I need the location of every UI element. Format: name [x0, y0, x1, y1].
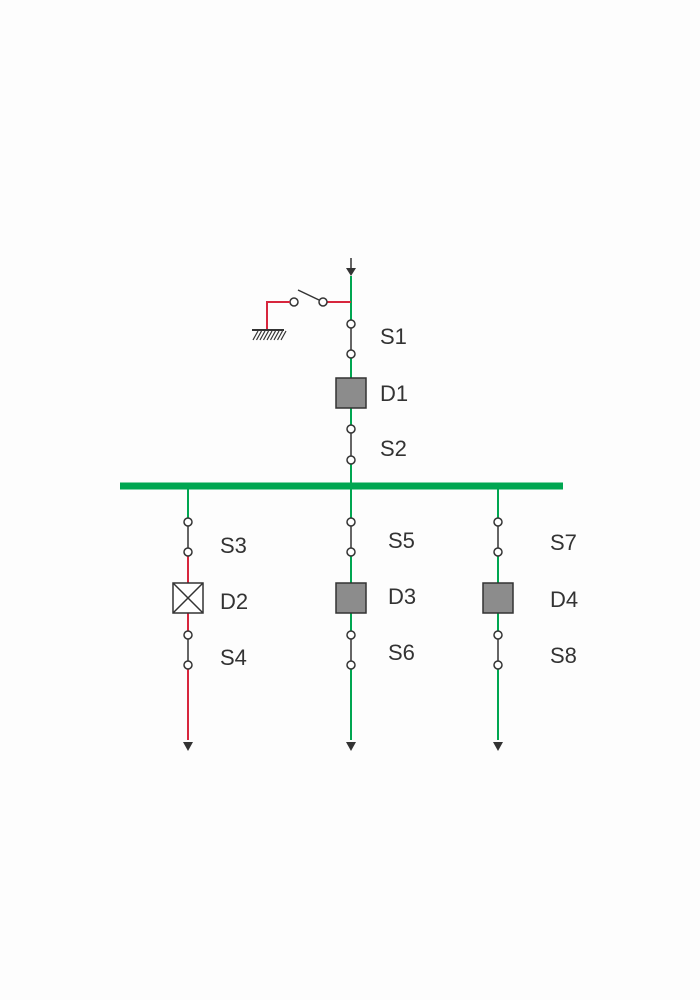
- switch-contact: [183, 517, 193, 527]
- incoming-arrow-icon: [346, 268, 356, 276]
- disconnect-switch-s6[interactable]: [346, 630, 356, 670]
- switch-label-s1: S1: [380, 324, 407, 349]
- disconnect-switch-s7[interactable]: [493, 517, 503, 557]
- switch-label-s5: S5: [388, 528, 415, 553]
- ground-hatch-line: [266, 330, 273, 341]
- switch-label-s8: S8: [550, 643, 577, 668]
- switch-contact: [346, 660, 356, 670]
- feeder-right: [482, 489, 514, 751]
- disconnect-switch-s1[interactable]: [346, 319, 356, 359]
- breaker-d1[interactable]: [335, 377, 367, 409]
- switch-contact: [346, 547, 356, 557]
- outgoing-arrow-icon: [346, 742, 356, 751]
- disconnect-switch-s5[interactable]: [346, 517, 356, 557]
- disconnect-switch-s2[interactable]: [346, 424, 356, 465]
- earth-switch-link: [266, 301, 290, 330]
- device-label-d4: D4: [550, 587, 578, 612]
- switch-label-s6: S6: [388, 640, 415, 665]
- breaker-d2[interactable]: [172, 582, 204, 614]
- switch-contact: [493, 630, 503, 640]
- switch-contact: [346, 319, 356, 329]
- ground-hatch-line: [273, 330, 280, 341]
- device-label-d3: D3: [388, 584, 416, 609]
- ground-hatch-line: [276, 330, 284, 341]
- earth-switch-contact: [318, 297, 328, 307]
- switch-contact: [346, 424, 356, 434]
- ground-hatch-line: [269, 330, 277, 341]
- device-label-d2: D2: [220, 589, 248, 614]
- switch-contact: [493, 547, 503, 557]
- breaker-closed-box: [482, 582, 514, 614]
- ground-hatch-line: [262, 330, 270, 341]
- earth-switch[interactable]: [252, 289, 351, 341]
- feeder-middle: [335, 489, 367, 751]
- breaker-closed-box: [335, 582, 367, 614]
- labels: S1 D1 S2 S3 D2 S4 S5 D3 S6 S7 D4 S8: [220, 324, 578, 670]
- switch-contact: [346, 455, 356, 465]
- breaker-closed-box: [335, 377, 367, 409]
- switch-contact: [183, 630, 193, 640]
- ground-hatch-line: [259, 330, 266, 341]
- switch-contact: [493, 517, 503, 527]
- ground-hatch-line: [280, 330, 287, 341]
- switch-label-s4: S4: [220, 645, 247, 670]
- switch-contact: [493, 660, 503, 670]
- feeder-left: [172, 489, 204, 751]
- switch-contact: [183, 547, 193, 557]
- device-label-d1: D1: [380, 381, 408, 406]
- breaker-d3[interactable]: [335, 582, 367, 614]
- outgoing-feeders: [172, 489, 514, 751]
- breaker-d4[interactable]: [482, 582, 514, 614]
- switch-contact: [346, 349, 356, 359]
- ground-hatch-line: [255, 330, 263, 341]
- switch-contact: [183, 660, 193, 670]
- outgoing-arrow-icon: [493, 742, 503, 751]
- ground-hatch-line: [252, 330, 259, 341]
- incoming-feeder: [252, 258, 367, 486]
- ground-icon: [252, 329, 287, 341]
- disconnect-switch-s8[interactable]: [493, 630, 503, 670]
- switch-contact: [346, 630, 356, 640]
- earth-switch-blade: [297, 289, 320, 301]
- switch-contact: [346, 517, 356, 527]
- switch-label-s3: S3: [220, 533, 247, 558]
- disconnect-switch-s3[interactable]: [183, 517, 193, 557]
- earth-switch-contact: [289, 297, 299, 307]
- switch-label-s7: S7: [550, 530, 577, 555]
- switch-label-s2: S2: [380, 436, 407, 461]
- disconnect-switch-s4[interactable]: [183, 630, 193, 670]
- outgoing-arrow-icon: [183, 742, 193, 751]
- breaker-open-cross: [172, 582, 204, 614]
